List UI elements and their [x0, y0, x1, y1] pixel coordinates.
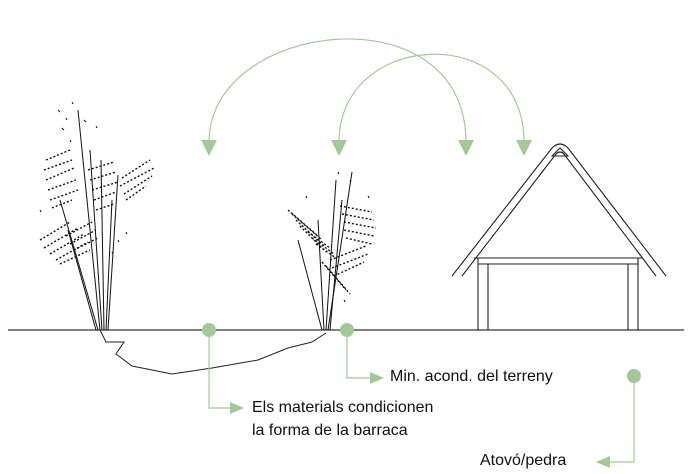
barraca-hut: [451, 143, 667, 330]
arrowhead-inner-right: [516, 140, 532, 156]
label-materials-line1: Els materials condicionen: [252, 399, 434, 416]
arrowhead-inner-left: [331, 140, 347, 156]
arrowheads: [201, 140, 532, 156]
relation-arrows: [208, 38, 525, 143]
left-tree-illustration: [39, 101, 155, 331]
label-terrain: Min. acond. del terreny: [390, 368, 553, 385]
callout-dot-atovo: [627, 369, 641, 383]
arc-inner: [338, 53, 525, 143]
callout-materials-line: [208, 330, 232, 409]
callout-dot-materials: [202, 323, 216, 337]
callout-arrow-terrain: [370, 372, 384, 384]
middle-shrub-illustration: [287, 171, 377, 331]
callouts: [208, 330, 635, 463]
roof-inner: [461, 151, 657, 277]
callout-arrow-materials: [230, 402, 244, 414]
arc-outer: [208, 38, 467, 143]
label-materials-line2: la forma de la barraca: [252, 422, 408, 439]
callout-atovo-line: [608, 376, 635, 463]
roof-outer: [451, 143, 667, 277]
arrowhead-outer-right: [458, 140, 474, 156]
excavation-pit: [99, 329, 327, 375]
callout-dot-terrain: [340, 323, 354, 337]
callout-arrow-atovo: [596, 456, 610, 468]
roof-ridge: [550, 147, 570, 157]
label-atovo: Atovó/pedra: [480, 452, 567, 469]
callout-terrain-line: [346, 330, 372, 379]
callout-markers: [202, 323, 641, 468]
arrowhead-outer-left: [201, 140, 217, 156]
